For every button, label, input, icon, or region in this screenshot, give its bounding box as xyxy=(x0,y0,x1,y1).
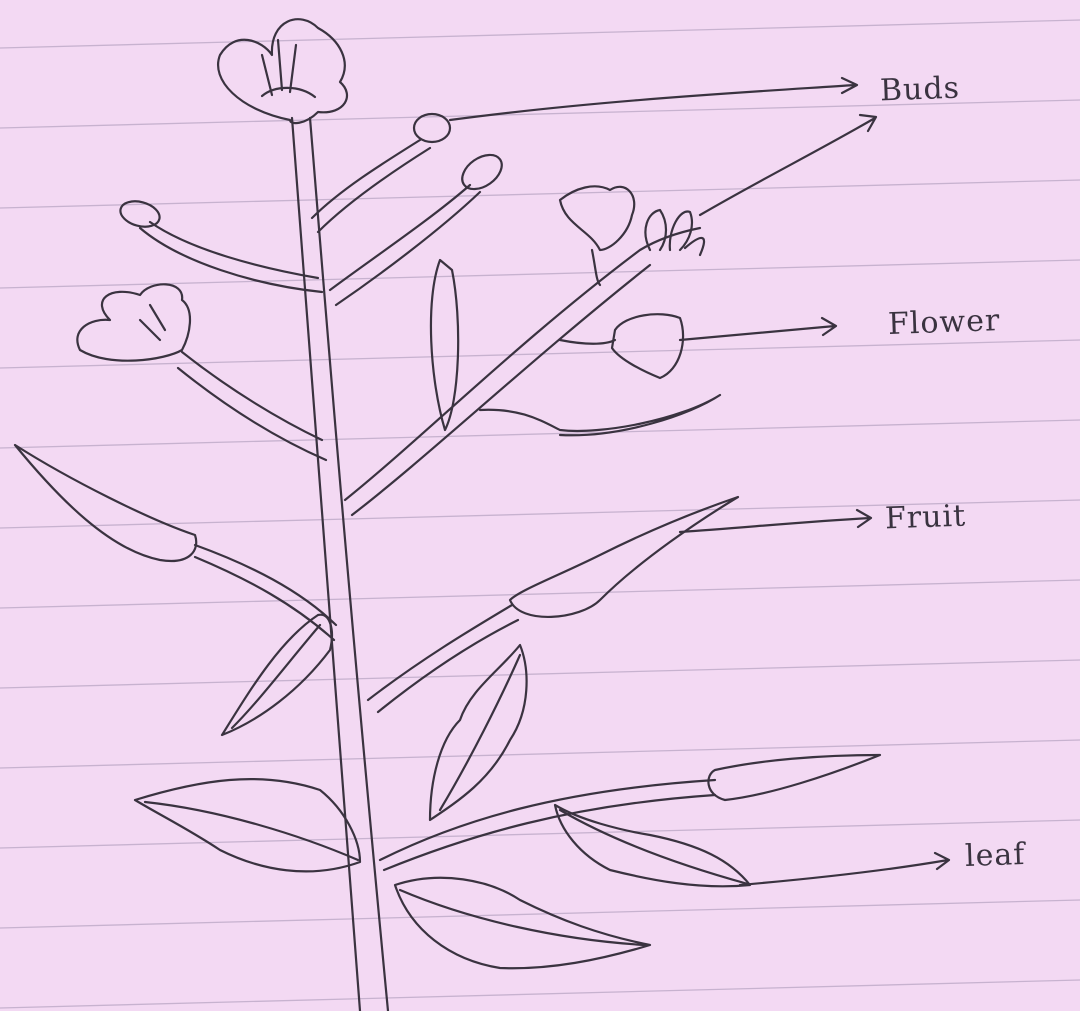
label-leaf: leaf xyxy=(964,837,1026,874)
bud-right xyxy=(456,148,508,196)
leaf-center xyxy=(430,645,527,820)
leaf-left-upper xyxy=(222,615,332,735)
arrow-buds-1 xyxy=(450,78,857,120)
fruit-right-2 xyxy=(510,497,738,617)
arrow-flower xyxy=(680,318,836,340)
fruit-right-3 xyxy=(708,755,880,800)
bud-top xyxy=(414,114,450,142)
label-flower: Flower xyxy=(887,303,1000,342)
bud-cluster xyxy=(645,210,704,255)
branch-left-fruit xyxy=(195,545,336,640)
leaf-bottom xyxy=(395,878,650,968)
arrow-leaf xyxy=(740,853,949,885)
branch-bud-top xyxy=(312,140,430,232)
flower-left xyxy=(77,284,190,360)
flower-top xyxy=(218,19,347,123)
leaf-left-lower xyxy=(135,779,360,871)
fruit-right-1 xyxy=(480,395,720,435)
arrow-buds-2 xyxy=(700,115,876,215)
fruit-left xyxy=(15,445,196,561)
branch-right-fruit-3 xyxy=(380,780,715,870)
arrow-fruit xyxy=(680,510,871,532)
branch-right-fruit-2 xyxy=(368,605,518,712)
label-buds: Buds xyxy=(879,71,960,109)
flower-upper-right xyxy=(560,186,634,285)
branch-left-flower xyxy=(178,352,326,460)
main-stem xyxy=(292,118,388,1011)
label-fruit: Fruit xyxy=(884,499,966,537)
leaf-right-lower xyxy=(555,805,750,886)
pod-upright xyxy=(431,260,458,430)
